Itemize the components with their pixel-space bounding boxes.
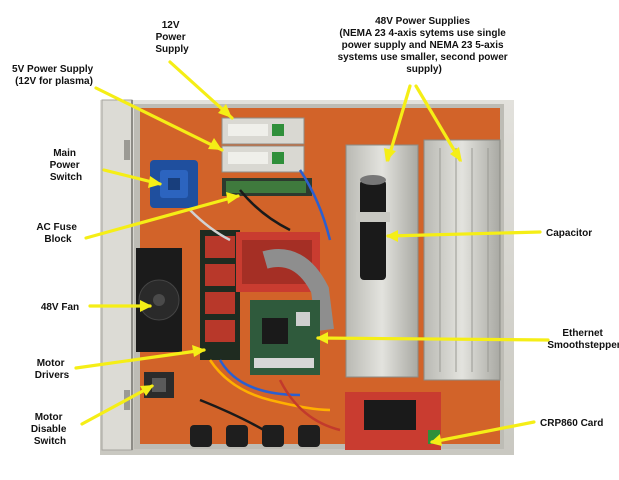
crp860-card xyxy=(345,392,441,450)
arrow-fan xyxy=(88,300,152,312)
bottom-connectors xyxy=(190,425,320,447)
label-48v-fan: 48V Fan xyxy=(41,302,79,313)
ethernet-smoothstepper xyxy=(250,300,320,375)
arrow-crp860 xyxy=(430,420,536,446)
label-ethernet-smoothstepper: Ethernet Smoothstepper xyxy=(547,328,619,351)
arrow-fuse-block xyxy=(84,192,240,240)
arrow-main-switch xyxy=(102,168,162,188)
arrow-48v-supply-right xyxy=(414,84,462,162)
ac-fuse-block xyxy=(222,178,312,196)
label-crp860-card: CRP860 Card xyxy=(540,418,603,429)
motor-disable-switch xyxy=(144,372,174,398)
arrow-capacitor xyxy=(386,230,542,242)
arrow-disable-switch xyxy=(80,384,154,426)
ribbon-cable xyxy=(262,249,334,332)
arrow-motor-drivers xyxy=(74,345,206,370)
arrow-12v-supply xyxy=(168,60,234,120)
fan-48v xyxy=(136,248,182,352)
small-power-supplies xyxy=(221,117,305,173)
main-power-switch xyxy=(150,160,198,208)
door-hinge xyxy=(124,140,130,160)
label-capacitor: Capacitor xyxy=(546,228,592,239)
callout-labels: 12V Power Supply 5V Power Supply (12V fo… xyxy=(12,16,619,447)
label-5v-power-supply: 5V Power Supply (12V for plasma) xyxy=(12,64,96,87)
label-48v-power-supplies: 48V Power Supplies (NEMA 23 4-axis sytem… xyxy=(338,16,511,75)
label-12v-power-supply: 12V Power Supply xyxy=(155,20,189,55)
label-main-power-switch: Main Power Switch xyxy=(50,148,83,183)
enclosure-photo xyxy=(100,99,514,455)
label-ac-fuse-block: AC Fuse Block xyxy=(36,222,79,245)
label-motor-disable-switch: Motor Disable Switch xyxy=(31,412,69,447)
motor-drivers xyxy=(200,230,240,360)
label-motor-drivers: Motor Drivers xyxy=(35,358,70,381)
arrow-smoothstepper xyxy=(316,332,550,344)
capacitor xyxy=(356,175,390,280)
callout-arrows xyxy=(74,60,550,446)
arrow-5v-supply xyxy=(94,86,224,152)
arrow-48v-supply-left xyxy=(384,84,412,162)
